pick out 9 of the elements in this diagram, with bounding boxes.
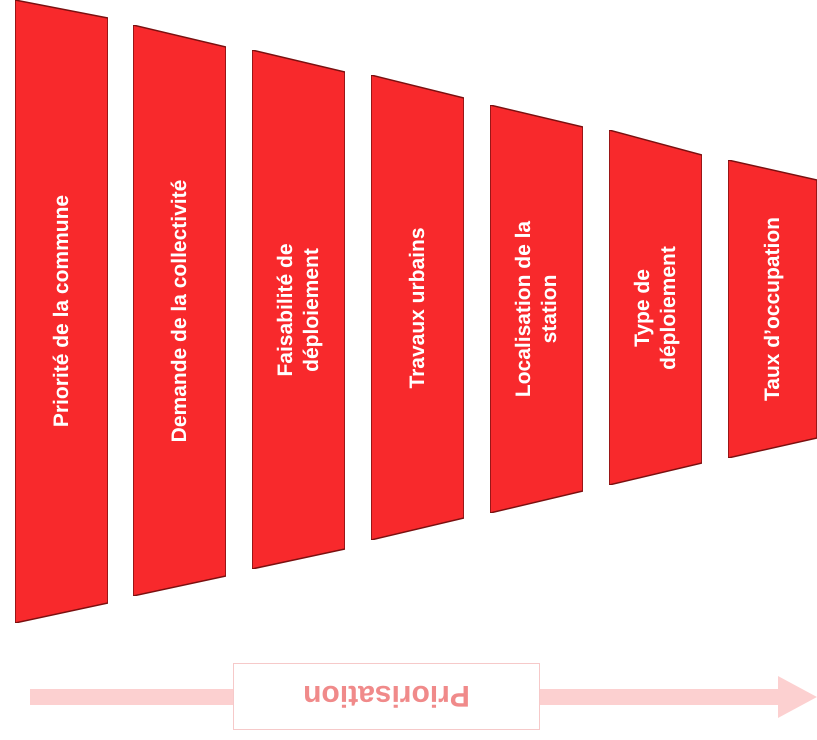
label-box (233, 663, 540, 730)
panel-label: Demande de la collectivité (166, 178, 192, 444)
panel-label: Type de déploiement (630, 245, 680, 372)
panel-label: Priorité de la commune (48, 194, 74, 430)
axis-label: Priorisation (302, 678, 471, 712)
panel-label: Faisabilité de déploiement (272, 242, 324, 379)
panel-label: Localisation de la station (510, 220, 562, 400)
panel-label: Taux d’occupation (760, 216, 784, 403)
panel-label: Travaux urbains (404, 226, 430, 390)
